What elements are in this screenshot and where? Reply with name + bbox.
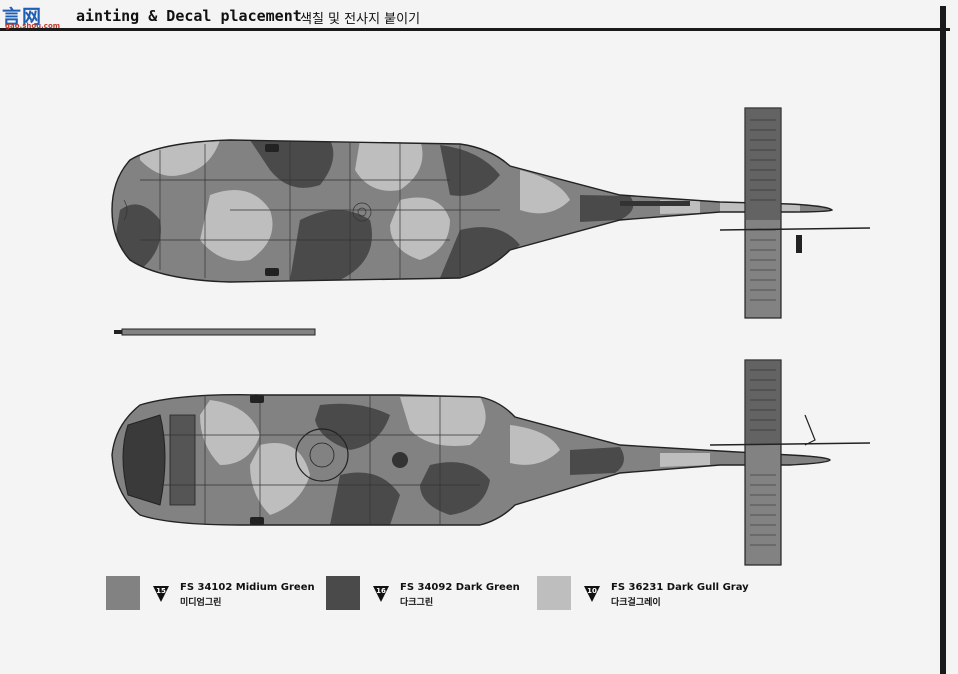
paint-number: 16 xyxy=(376,587,386,595)
paint-number-marker: 15 xyxy=(152,585,170,603)
paint-name-korean: 다크걸그레이 xyxy=(611,598,661,608)
helicopter-bottom-view xyxy=(111,359,871,566)
header-bar: 言网 gao.shou.com ainting & Decal placemen… xyxy=(0,2,950,31)
right-border-rule xyxy=(940,6,946,674)
paint-number-marker: 10 xyxy=(583,585,601,603)
color-swatch xyxy=(326,576,360,610)
paint-number: 10 xyxy=(587,587,597,595)
paint-name-korean: 다크그린 xyxy=(400,598,434,608)
logo-domain: gao.shou.com xyxy=(5,22,61,30)
color-swatch xyxy=(106,576,140,610)
paint-name-korean: 미디엄그린 xyxy=(180,598,222,608)
page-title-korean: 색칠 및 전사지 붙이기 xyxy=(300,12,421,27)
legend-item-dark-gull-gray: 10 FS 36231 Dark Gull Gray 다크걸그레이 xyxy=(537,576,757,612)
paint-number-marker: 16 xyxy=(372,585,390,603)
logo-glyphs: 言网 xyxy=(2,6,43,28)
main-rotor-blade xyxy=(114,328,316,336)
paint-code: FS 34102 Midium Green xyxy=(180,582,315,593)
paint-code: FS 34092 Dark Green xyxy=(400,582,520,593)
legend-item-medium-green: 15 FS 34102 Midium Green 미디엄그린 xyxy=(106,576,316,612)
color-swatch xyxy=(537,576,571,610)
legend-item-dark-green: 16 FS 34092 Dark Green 다크그린 xyxy=(326,576,536,612)
watermark-logo: 言网 gao.shou.com xyxy=(2,2,72,32)
paint-color-legend: 15 FS 34102 Midium Green 미디엄그린 16 FS 340… xyxy=(0,570,940,620)
helicopter-top-view xyxy=(111,107,871,319)
page-title: ainting & Decal placement xyxy=(76,7,302,25)
paint-number: 15 xyxy=(156,587,166,595)
paint-code: FS 36231 Dark Gull Gray xyxy=(611,582,749,593)
